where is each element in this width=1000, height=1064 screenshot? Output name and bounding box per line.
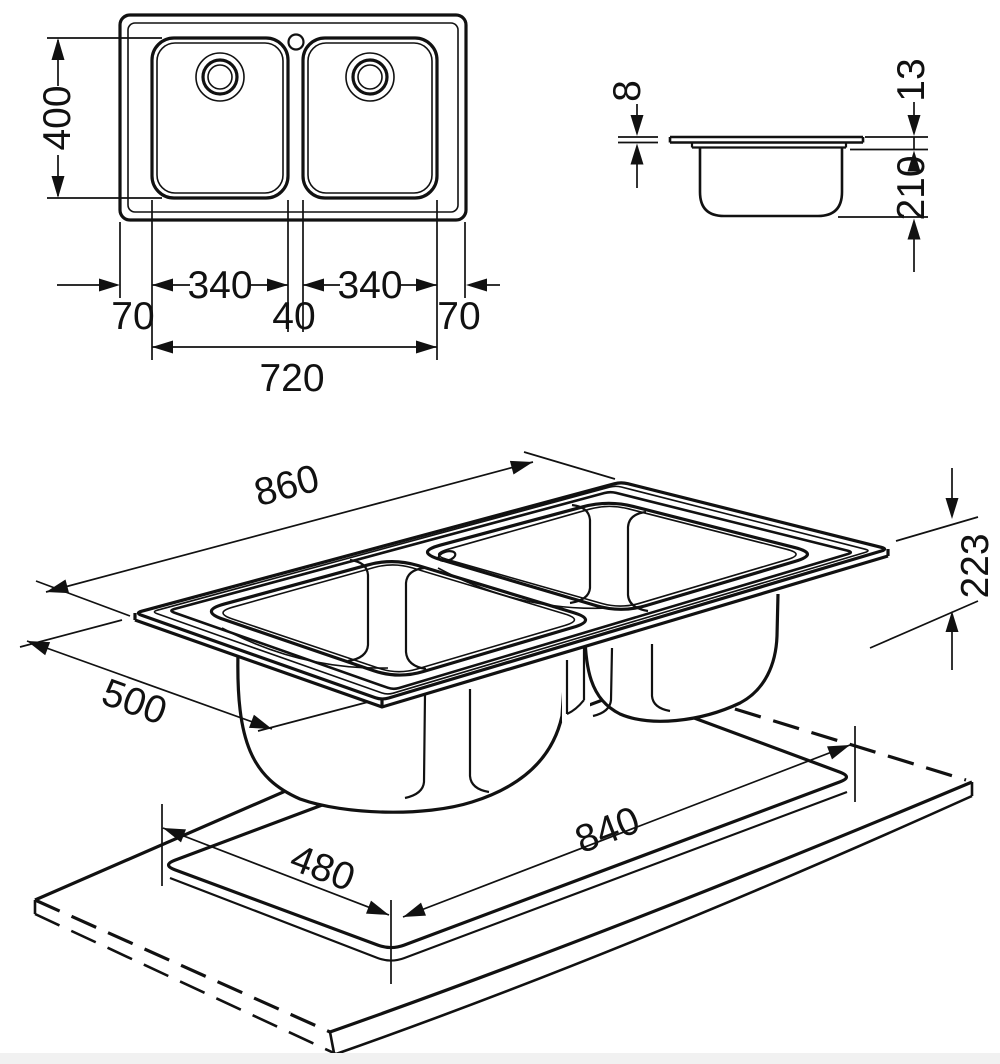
- plan-left-drain-ring: [201, 58, 239, 96]
- plan-left-bowl: [150, 36, 290, 200]
- scan-edge-artifact: [0, 1053, 1000, 1064]
- dim-340-left-label: 340: [187, 264, 252, 307]
- dim-210-label: 210: [890, 155, 933, 220]
- plan-dim-720: 720: [152, 340, 437, 400]
- sink-rim-line-1: [153, 485, 869, 695]
- countertop-front-left-edge-hidden: [34, 898, 331, 1034]
- plan-left-drain-outer: [195, 52, 245, 102]
- plan-dim-340-left: 340: [152, 264, 288, 307]
- section-bowl: [698, 147, 844, 218]
- dim-223-label: 223: [954, 533, 997, 598]
- section-view: 8 13 210: [606, 58, 933, 272]
- countertop-thickness-caps: [33, 782, 974, 1054]
- left-bowl-outline: [236, 651, 568, 814]
- section-dim-8: 8: [606, 80, 658, 188]
- dim-840-label: 840: [569, 799, 645, 862]
- dim-720-label: 720: [259, 357, 324, 400]
- dim-40-label: 40: [272, 295, 315, 338]
- right-bowl-opening-inner: [437, 505, 797, 607]
- countertop-front-right-edge: [329, 780, 973, 1034]
- plan-view: 400 340 340 70 70 40: [36, 13, 500, 400]
- perspective-view: 860 500 223 840 480: [19, 451, 997, 1056]
- dim-70-left-label: 70: [111, 295, 154, 338]
- plan-dim-70-right: 70: [437, 278, 500, 338]
- sink-top-thickness: [133, 549, 890, 709]
- sink-rim-line-2: [170, 490, 853, 691]
- dim-340-right-label: 340: [337, 264, 402, 307]
- left-bowl-interior-wall-lines: [347, 558, 427, 671]
- plan-dim-340-right: 340: [303, 264, 437, 307]
- plan-faucet-hole: [287, 33, 305, 51]
- left-bowl-opening: [209, 560, 588, 677]
- dim-70-right-label: 70: [437, 295, 480, 338]
- dim-500-label: 500: [96, 671, 172, 734]
- iso-dim-223: 223: [869, 468, 997, 670]
- plan-right-drain-outer: [345, 52, 395, 102]
- countertop-front-right-bottom-edge: [335, 794, 973, 1056]
- section-flange: [668, 135, 865, 144]
- left-bowl-opening-inner: [222, 564, 576, 673]
- plan-right-drain-ring: [351, 58, 389, 96]
- dim-8-label: 8: [606, 80, 649, 102]
- left-bowl-interior-curve: [221, 627, 389, 669]
- left-bowl-face-lines: [404, 689, 490, 800]
- right-bowl-opening: [425, 501, 810, 611]
- dim-480-label: 480: [284, 837, 360, 900]
- countertop-front-left-bottom-edge-hidden: [34, 912, 337, 1056]
- section-dim-210: 210: [838, 155, 933, 272]
- plan-left-drain-inner: [207, 64, 233, 90]
- right-bowl-face-lines: [592, 644, 671, 718]
- right-bowl-interior-wall-lines: [569, 503, 649, 613]
- plan-right-bowl: [301, 36, 439, 200]
- dim-13-label: 13: [890, 58, 933, 101]
- sink-top: [133, 481, 890, 709]
- dim-860-label: 860: [250, 457, 324, 515]
- section-welt: [690, 142, 848, 149]
- right-bowl-interior-curve: [437, 567, 611, 610]
- sink-top-outline: [136, 481, 887, 701]
- iso-faucet-hole: [437, 550, 457, 562]
- plan-sink-outline: [118, 13, 468, 222]
- section-dim-13: 13: [850, 58, 933, 172]
- plan-dim-400: 400: [36, 37, 162, 199]
- plan-dim-70-left: 70: [57, 278, 155, 338]
- dim-400-label: 400: [36, 85, 79, 150]
- right-bowl-outline: [583, 593, 780, 723]
- plan-right-drain-inner: [357, 64, 383, 90]
- plan-extension-lines: [119, 200, 466, 360]
- plan-sink-rim-line: [127, 22, 459, 213]
